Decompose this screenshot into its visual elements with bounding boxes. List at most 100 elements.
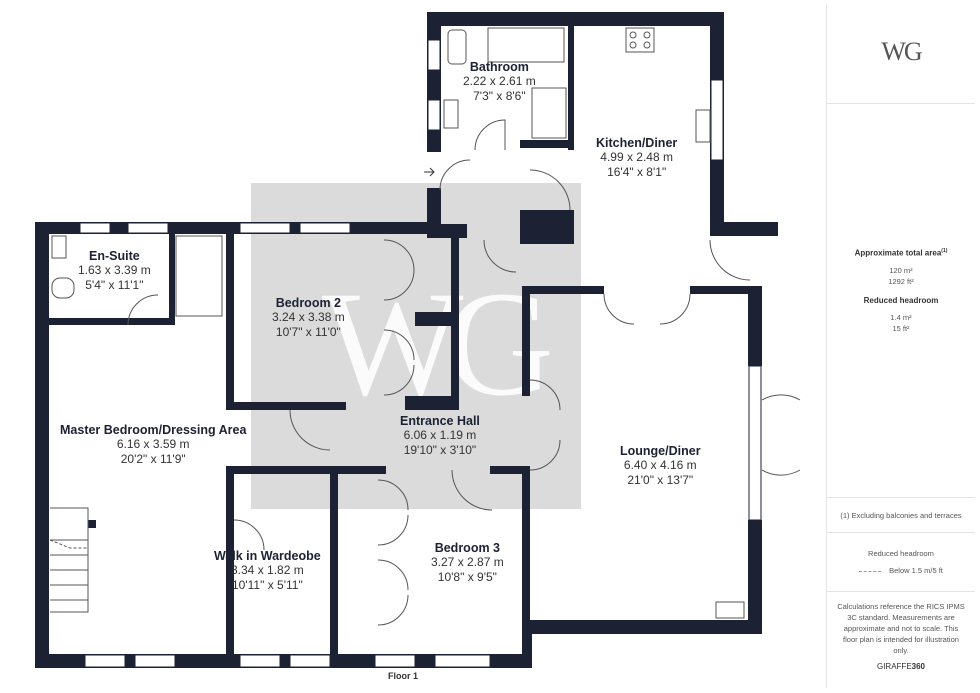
door-hall-upper (439, 159, 471, 191)
door-lounge-french (761, 394, 801, 476)
wall-bottom-master (35, 654, 233, 668)
fixtures (49, 27, 801, 626)
wall-bath-bottom (520, 140, 574, 148)
room-name: En-Suite (89, 249, 140, 263)
room-name: Walk in Wardeobe (214, 549, 321, 563)
legend-section: Reduced headroom Below 1.5 m/5 ft (827, 548, 975, 576)
door-bathroom (474, 119, 506, 151)
reduced-ft2: 15 ft² (892, 323, 910, 333)
wall-lounge-right-lower (748, 520, 762, 632)
room-imperial: 10'7" x 11'0" (275, 325, 341, 339)
hob (625, 27, 655, 53)
wall-walkin-top (226, 466, 386, 474)
divider (827, 103, 975, 104)
wall-lounge-bottom (522, 620, 762, 634)
wall-hall-left-upper (427, 188, 441, 228)
total-area-note-ref: (1) (941, 248, 948, 254)
room-kitchen: Kitchen/Diner 4.99 x 2.48 m 16'4" x 8'1" (596, 136, 677, 180)
room-name: Lounge/Diner (620, 444, 701, 458)
room-metric: 2.22 x 2.61 m (463, 74, 536, 88)
room-metric: 6.40 x 4.16 m (623, 458, 697, 472)
floor-plan (35, 12, 801, 668)
wall-hall-stub (405, 396, 459, 410)
door-bedroom2 (289, 409, 331, 451)
window (134, 654, 176, 668)
window-lounge (748, 365, 762, 521)
wall-ensuite-bottom (49, 318, 169, 325)
door-ensuite (127, 294, 159, 326)
footnote: (1) Excluding balconies and terraces (840, 511, 962, 520)
room-imperial: 16'4" x 8'1" (607, 165, 667, 179)
room-imperial: 7'3" x 8'6" (473, 89, 526, 103)
reduced-m2: 1.4 m² (890, 312, 912, 322)
wall-cupboard (415, 312, 455, 326)
divider (827, 591, 975, 592)
ensuite-basin (51, 235, 67, 259)
room-metric: 3.27 x 2.87 m (431, 555, 504, 569)
wall-bedroom2-left (226, 230, 234, 410)
room-bedroom3: Bedroom 3 3.27 x 2.87 m 10'8" x 9'5" (431, 541, 504, 585)
bathtub (487, 27, 565, 63)
wall-walkin-right (330, 466, 338, 668)
window (239, 654, 281, 668)
stair-treads (50, 539, 88, 601)
ensuite-toilet (51, 277, 75, 299)
window (289, 654, 331, 668)
brand-name: GIRAFFE (876, 662, 912, 671)
pillar (88, 520, 96, 528)
room-imperial: 20'2" x 11'9" (120, 452, 186, 466)
wall-kitchen-block (520, 210, 574, 244)
room-imperial: 21'0" x 13'7" (627, 473, 694, 487)
room-lounge: Lounge/Diner 6.40 x 4.16 m 21'0" x 13'7" (620, 444, 701, 488)
room-imperial: 10'11" x 5'11" (232, 578, 303, 592)
ensuite-shower (175, 235, 223, 317)
total-area-title: Approximate total area (854, 248, 942, 258)
wall-bed3-right (522, 466, 530, 668)
lounge-fireplace (715, 601, 745, 619)
door-lounge-double (603, 293, 691, 325)
divider (827, 532, 975, 533)
floor-label: Floor 1 (388, 671, 419, 681)
door-cupboard-2 (383, 329, 415, 396)
room-metric: 1.63 x 3.39 m (78, 263, 151, 277)
door-kitchen-right (709, 239, 751, 281)
windows (79, 39, 762, 668)
brand-logo: WG (881, 37, 922, 66)
room-master: Master Bedroom/Dressing Area 6.16 x 3.59… (60, 423, 246, 467)
wall-lounge-top-right (690, 286, 758, 294)
sidebar-legend: WG Approximate total area(1) 120 m² 1292… (826, 5, 975, 688)
room-metric: 3.34 x 1.82 m (231, 563, 304, 577)
door-bed3-wardrobe-1 (377, 479, 409, 546)
room-metric: 6.06 x 1.19 m (403, 428, 477, 442)
window (427, 39, 441, 71)
door-hall-right (483, 239, 517, 273)
door-bedroom3 (451, 469, 493, 511)
room-imperial: 5'4" x 11'1" (85, 278, 144, 292)
door-kitchen (529, 169, 571, 211)
room-metric: 4.99 x 2.48 m (600, 150, 673, 164)
shower-tray (531, 87, 567, 139)
wall-lounge-right-upper (748, 286, 762, 366)
door-lounge-hall (529, 379, 561, 471)
window (434, 654, 491, 668)
room-name: Entrance Hall (400, 414, 480, 428)
window (239, 222, 291, 234)
wall-left-outer (35, 222, 49, 668)
wall-left-bathroom (427, 12, 441, 152)
legend-item: Below 1.5 m/5 ft (889, 566, 943, 575)
wall-lounge-top-left (522, 286, 604, 294)
sink (695, 109, 711, 143)
wall-walkin-left (226, 466, 234, 668)
wall-lounge-left (522, 286, 530, 396)
window (299, 222, 351, 234)
room-bathroom: Bathroom 2.22 x 2.61 m 7'3" x 8'6" (463, 60, 536, 104)
wall-lounge-corner (522, 620, 532, 668)
dashed-line-icon (859, 570, 882, 572)
room-bedroom2: Bedroom 2 3.24 x 3.38 m 10'7" x 11'0" (272, 296, 345, 340)
window (427, 99, 441, 131)
room-walkin: Walk in Wardeobe 3.34 x 1.82 m 10'11" x … (214, 549, 321, 593)
door-walkin (233, 519, 265, 551)
wall-bed3-top (490, 466, 530, 474)
wall-bedroom2-bottom (226, 402, 346, 410)
total-area-ft2: 1292 ft² (888, 276, 914, 286)
